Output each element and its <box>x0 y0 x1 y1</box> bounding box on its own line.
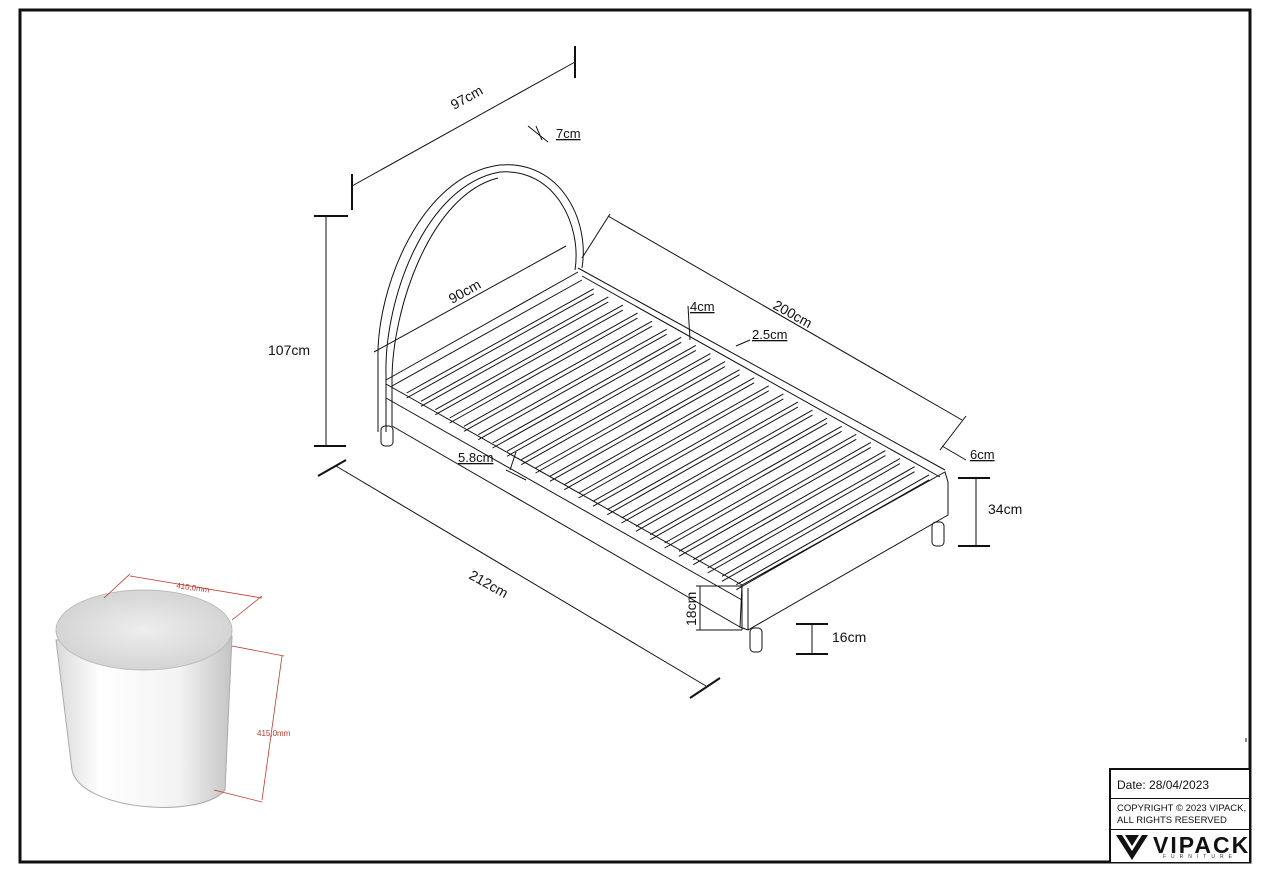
bed-leg <box>749 627 763 653</box>
slat-edge <box>435 304 624 411</box>
slat-edge <box>664 438 857 549</box>
slat-edge <box>535 366 726 474</box>
slat-edge <box>406 293 594 399</box>
slat-edge <box>592 393 784 502</box>
stool-top <box>55 589 233 671</box>
slat-edge <box>693 450 886 561</box>
slat-edge <box>721 471 915 582</box>
slat-edge <box>463 325 653 432</box>
slat-edge <box>592 398 784 507</box>
dim-97cm: 97cm <box>448 82 486 113</box>
slat-edge <box>463 320 653 427</box>
slat-edge <box>506 344 697 452</box>
slat-edge <box>564 377 755 486</box>
dim-18cm: 18cm <box>683 592 699 626</box>
bed-drawing <box>314 46 990 699</box>
logo-subtitle: FURNITURE <box>1163 854 1237 860</box>
slat-edge <box>521 353 711 461</box>
slat-edge <box>635 422 828 532</box>
dim-5-8cm: 5.8cm <box>458 450 493 465</box>
bed-slats <box>406 288 930 591</box>
slat-edge <box>578 390 769 499</box>
slat-edge <box>406 288 594 394</box>
divider <box>1111 798 1251 799</box>
slat-edge <box>621 414 813 524</box>
slat-edge <box>607 406 799 516</box>
slat-edge <box>707 463 901 574</box>
slat-edge <box>736 474 930 586</box>
slat-edge <box>492 336 682 444</box>
vipack-logo-mark-icon <box>1116 835 1148 860</box>
stool-render <box>55 573 285 808</box>
dim-2-5cm: 2.5cm <box>752 327 787 342</box>
slat-edge <box>664 433 857 544</box>
copyright-text: COPYRIGHT © 2023 VIPACK, ALL RIGHTS RESE… <box>1117 803 1247 826</box>
slat-edge <box>678 446 872 557</box>
slat-edge <box>578 385 769 494</box>
logo-name: VIPACK <box>1153 832 1251 858</box>
slat-edge <box>678 441 872 552</box>
stool-height-label: 415,0mm <box>257 729 291 738</box>
dim-7cm: 7cm <box>556 126 581 141</box>
stool-diameter-label: 410,0mm <box>176 581 211 595</box>
slat-edge <box>420 301 609 407</box>
title-block: Date: 28/04/2023 COPYRIGHT © 2023 VIPACK… <box>1109 768 1251 863</box>
vipack-logo: VIPACK FURNITURE <box>1113 831 1249 863</box>
slat-edge <box>707 458 901 569</box>
slat-edge <box>535 361 726 469</box>
page-border <box>18 8 1252 864</box>
slat-edge <box>693 455 886 566</box>
slat-edge <box>650 425 842 536</box>
bed-leg <box>380 425 394 447</box>
slat-edge <box>549 374 740 482</box>
slat-edge <box>635 417 828 527</box>
dim-16cm: 16cm <box>832 629 866 645</box>
slat-edge <box>521 358 711 466</box>
slat-edge <box>650 430 842 541</box>
dim-4cm: 4cm <box>690 299 715 314</box>
slat-edge <box>478 333 667 441</box>
dim-107cm: 107cm <box>268 342 310 358</box>
dim-200cm: 200cm <box>771 297 816 331</box>
slat-edge <box>721 466 915 577</box>
slat-edge <box>449 312 638 419</box>
slat-edge <box>736 479 930 591</box>
slat-edge <box>449 317 638 424</box>
slat-edge <box>621 409 813 519</box>
slat-edge <box>420 296 609 402</box>
slat-edge <box>478 328 667 436</box>
divider <box>1111 829 1251 830</box>
headboard-arch <box>377 164 584 432</box>
date-label: Date: 28/04/2023 <box>1117 778 1210 792</box>
dim-212cm: 212cm <box>467 567 512 601</box>
slat-edge <box>607 401 799 511</box>
bed-leg <box>931 521 945 547</box>
dim-6cm: 6cm <box>970 447 995 462</box>
slat-edge <box>564 382 755 491</box>
slat-edge <box>549 369 740 477</box>
slat-edge <box>506 349 697 457</box>
slat-edge <box>435 309 624 416</box>
dim-34cm: 34cm <box>988 501 1022 517</box>
slat-edge <box>492 341 682 449</box>
